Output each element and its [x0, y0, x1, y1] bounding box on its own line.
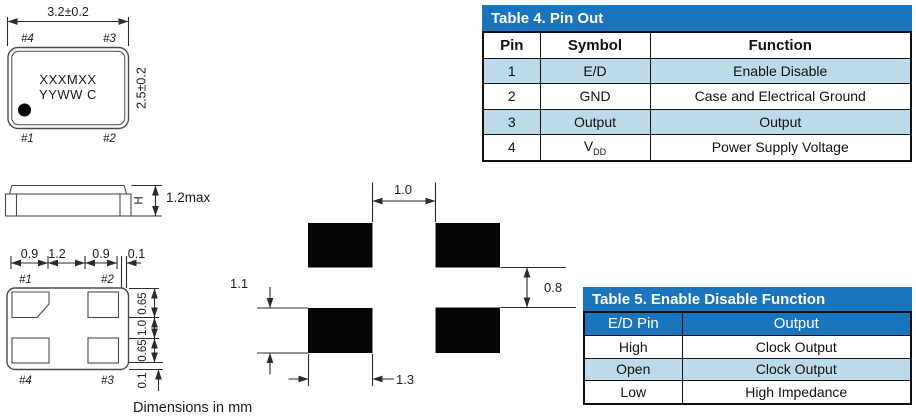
- bottom-view-pin1-label: #1: [19, 274, 32, 286]
- bottom-view-pin2-label: #2: [101, 274, 114, 286]
- function-cell: Power Supply Voltage: [649, 134, 912, 161]
- bottom-view: [6, 256, 163, 391]
- land-pad-height-label: 1.1: [230, 276, 248, 291]
- land-pad-width-dimension: [288, 354, 394, 386]
- table5-enable-disable: Table 5. Enable Disable Function E/D Pin…: [583, 287, 912, 406]
- table5-header-output: Output: [681, 311, 912, 336]
- output-cell: Clock Output: [681, 357, 912, 382]
- symbol-cell: E/D: [539, 57, 651, 84]
- ed-cell: High: [583, 334, 683, 359]
- symbol-cell: GND: [539, 83, 651, 110]
- bottom-dim-4: 0.1: [128, 247, 145, 261]
- table4: Pin Symbol Function 1 E/D Enable Disable…: [482, 31, 912, 162]
- side-view-height-dimension: [131, 184, 162, 217]
- land-pad-height-dimension: [257, 287, 308, 375]
- land-pad-width-label: 1.3: [396, 372, 414, 387]
- pin-cell: 2: [482, 83, 541, 110]
- table4-header-function: Function: [649, 31, 912, 59]
- pin-cell: 1: [482, 57, 541, 84]
- output-cell: Clock Output: [681, 334, 912, 359]
- land-gap-x-label: 1.0: [394, 182, 412, 197]
- marking-line1: XXXMXX: [39, 72, 96, 87]
- bottom-right-dim-1: 0.65: [137, 292, 149, 314]
- pin1-index-dot: [18, 103, 31, 117]
- side-view-h-label: H: [134, 196, 146, 204]
- pad1-outline: [11, 291, 50, 319]
- marking-line2: YYWW C: [39, 87, 97, 102]
- table5: E/D Pin Output High Clock Output Open Cl…: [583, 311, 912, 406]
- bottom-view-top-dimensions: [10, 256, 141, 288]
- table5-row-3: Low High Impedance: [583, 380, 912, 405]
- top-view-package-outline: [7, 46, 130, 130]
- top-view-pin4-label: #4: [21, 33, 34, 45]
- table4-row-4: 4 VDD Power Supply Voltage: [482, 134, 912, 161]
- ed-cell: Low: [583, 380, 683, 405]
- land-pattern: [257, 182, 576, 386]
- land-gap-x-dimension: [371, 182, 437, 222]
- side-view-package-outline: [4, 184, 132, 217]
- bottom-right-dim-3: 0.65: [137, 339, 149, 361]
- package-drawings: 3.2±0.2 2.5±0.2 #4 #3 #1 #2 XXXMXX YYWW …: [4, 5, 576, 416]
- bottom-right-dim-4: 0.1: [137, 373, 149, 389]
- top-view-pin3-label: #3: [103, 33, 116, 45]
- bottom-view-right-dimensions: [129, 287, 163, 391]
- table5-header-row: E/D Pin Output: [583, 311, 912, 336]
- land-gap-y-dimension: [500, 266, 576, 309]
- symbol-cell: Output: [539, 108, 651, 135]
- top-view-width-dimension: [6, 17, 130, 46]
- bottom-dim-2: 1.2: [48, 247, 65, 261]
- land-gap-y-label: 0.8: [544, 280, 562, 295]
- pin-cell: 3: [482, 108, 541, 135]
- land-pad-top-left: [308, 223, 373, 268]
- top-view-height-label: 2.5±0.2: [135, 67, 149, 109]
- table5-row-2: Open Clock Output: [583, 357, 912, 382]
- table5-row-1: High Clock Output: [583, 334, 912, 359]
- bottom-view-package-outline: [6, 287, 130, 371]
- function-cell: Enable Disable: [649, 57, 912, 84]
- table4-row-1: 1 E/D Enable Disable: [482, 57, 912, 84]
- land-pad-bottom-right: [435, 307, 500, 353]
- output-cell: High Impedance: [681, 380, 912, 405]
- table4-title: Table 4. Pin Out: [482, 5, 912, 31]
- bottom-dim-3: 0.9: [92, 247, 109, 261]
- table4-pinout: Table 4. Pin Out Pin Symbol Function 1 E…: [482, 5, 912, 162]
- ed-cell: Open: [583, 357, 683, 382]
- top-view-width-label: 3.2±0.2: [47, 5, 89, 19]
- top-view-pin1-label: #1: [21, 133, 34, 145]
- side-view: [4, 184, 162, 217]
- land-pad-top-right: [435, 223, 500, 268]
- pad3-outline: [87, 337, 120, 364]
- symbol-cell: VDD: [539, 134, 651, 161]
- bottom-right-dim-2: 1.0: [137, 320, 149, 336]
- table4-row-2: 2 GND Case and Electrical Ground: [482, 83, 912, 110]
- table4-header-symbol: Symbol: [539, 31, 651, 59]
- table4-header-pin: Pin: [482, 31, 541, 59]
- side-view-height-label: 1.2max: [166, 190, 211, 205]
- symbol-subscript: DD: [593, 146, 607, 157]
- land-pad-bottom-left: [308, 308, 373, 353]
- pad2-outline: [87, 291, 120, 319]
- table5-title: Table 5. Enable Disable Function: [583, 287, 912, 311]
- table4-row-3: 3 Output Output: [482, 108, 912, 135]
- table5-header-edpin: E/D Pin: [583, 311, 683, 336]
- pin-cell: 4: [482, 134, 541, 161]
- bottom-view-pin3-label: #3: [101, 375, 114, 387]
- top-view-pin2-label: #2: [103, 133, 116, 145]
- table4-header-row: Pin Symbol Function: [482, 31, 912, 59]
- dimensions-note: Dimensions in mm: [133, 400, 252, 416]
- function-cell: Case and Electrical Ground: [649, 83, 912, 110]
- bottom-view-pin4-label: #4: [19, 375, 32, 387]
- function-cell: Output: [649, 108, 912, 135]
- pad4-outline: [11, 337, 50, 364]
- top-view: [6, 17, 130, 130]
- bottom-dim-1: 0.9: [21, 247, 38, 261]
